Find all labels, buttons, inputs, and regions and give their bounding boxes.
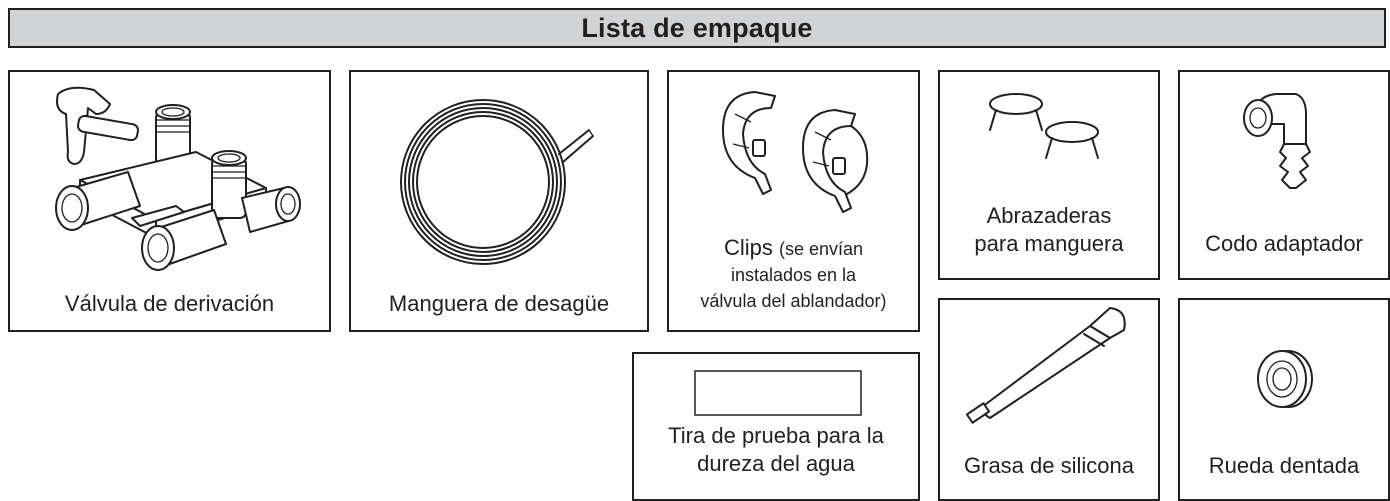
gear-wheel-icon (1257, 350, 1313, 408)
page-title: Lista de empaque (8, 8, 1386, 48)
item-silicone-grease: Grasa de silicona (938, 298, 1160, 501)
hose-clamps-label-2: para manguera (974, 231, 1124, 256)
elbow-adapter-icon (1243, 93, 1311, 189)
hose-clamps-label-1: Abrazaderas (986, 203, 1112, 228)
coiled-hose-icon (400, 99, 594, 265)
clips-label: Clips (se envían (669, 234, 918, 263)
item-clips: Clips (se envían instalados en la válvul… (667, 70, 920, 332)
elbow-adapter-label: Codo adaptador (1205, 231, 1363, 256)
item-test-strip: Tira de prueba para la dureza del agua (632, 352, 920, 501)
hose-clamps-icon (989, 93, 1099, 159)
bypass-valve-label: Válvula de derivación (64, 291, 275, 316)
silicone-grease-label: Grasa de silicona (964, 453, 1134, 478)
clips-label-note-1: (se envían (778, 239, 864, 259)
item-drain-hose: Manguera de desagüe (349, 70, 649, 332)
test-strip-label-1: Tira de prueba para la (668, 423, 884, 448)
item-hose-clamps: Abrazaderas para manguera (938, 70, 1160, 280)
clips-label-note-2: instalados en la (730, 265, 857, 285)
item-gear: Rueda dentada (1178, 298, 1390, 501)
test-strip-icon (694, 370, 862, 416)
clips-label-main: Clips (723, 235, 773, 260)
grease-tube-icon (965, 307, 1126, 424)
clips-label-note-3: válvula del ablandador) (700, 291, 887, 311)
item-bypass-valve: Válvula de derivación (8, 70, 331, 332)
test-strip-label-2: dureza del agua (697, 451, 855, 476)
clips-icon (722, 91, 869, 213)
item-elbow-adapter: Codo adaptador (1178, 70, 1390, 280)
drain-hose-label: Manguera de desagüe (388, 291, 610, 316)
gear-label: Rueda dentada (1208, 453, 1360, 478)
bypass-valve-icon (55, 86, 301, 271)
